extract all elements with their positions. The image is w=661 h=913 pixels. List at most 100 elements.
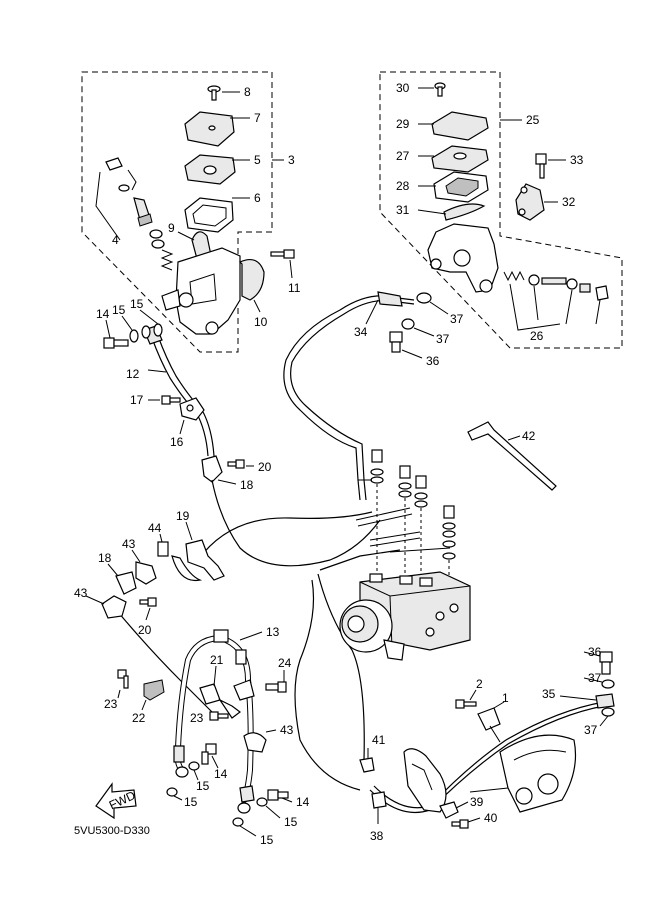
callout-15-c: 15 [196,779,210,793]
callout-15-e: 15 [284,815,298,829]
master-cylinder-body [175,247,241,335]
washer-37-lower [401,318,415,330]
callout-38: 38 [370,829,384,843]
abs-hydraulic-unit [339,449,471,661]
callout-25: 25 [526,113,540,127]
front-master-cylinder-group [95,85,295,335]
callout-30: 30 [396,81,410,95]
abs-union-bolts [370,449,456,560]
piston-kit-4 [95,157,174,271]
front-master-cylinder-boundary [81,71,273,353]
screw-30 [434,82,446,97]
rear-callouts: 30 29 25 27 28 31 33 32 26 37 37 36 [396,81,584,368]
callout-20-a: 20 [258,460,272,474]
callout-23-b: 23 [190,711,204,725]
sensor-22-area: 23 22 [104,669,165,725]
callout-1: 1 [502,691,509,705]
callout-43-c: 43 [280,723,294,737]
callout-28: 28 [396,179,410,193]
callout-8: 8 [244,85,251,99]
callout-11: 11 [288,281,301,295]
float-31 [443,203,486,221]
callout-10: 10 [254,315,268,329]
bolt-23-right [209,711,229,721]
callout-40: 40 [484,811,498,825]
callout-34: 34 [354,325,368,339]
rear-master-cylinder-group [389,82,609,353]
clamp-16 [179,397,205,421]
callout-14-b: 14 [214,767,228,781]
bolt-17 [161,395,181,405]
callout-22: 22 [132,711,146,725]
callout-42: 42 [522,429,536,443]
callout-36-a: 36 [426,354,440,368]
bolt-11 [270,249,295,259]
clamp-18-upper [201,455,223,483]
rear-master-cylinder-boundary [379,71,623,349]
callout-13: 13 [266,625,280,639]
callout-31: 31 [396,203,410,217]
bolt-20-upper [227,459,245,469]
front-brake-hoses-13: 13 21 24 23 43 14 15 15 [166,625,310,847]
callout-15-d: 15 [184,795,198,809]
callout-12: 12 [126,367,140,381]
callout-44: 44 [148,521,162,535]
holder-10 [238,259,265,301]
callout-29: 29 [396,117,410,131]
callout-18-a: 18 [240,478,254,492]
washer-37-upper [416,292,432,304]
front-hose-12: 12 14 15 15 17 16 [96,297,272,492]
screw-8 [207,85,221,101]
bolt-33 [535,153,547,179]
callout-35: 35 [542,687,556,701]
callout-37-d: 37 [584,723,598,737]
clamp-43-lower [101,595,127,619]
callout-27: 27 [396,149,410,163]
bolt-20-lower [139,597,157,607]
fwd-arrow: FWD [95,782,138,820]
callout-15-f: 15 [260,833,274,847]
clamp-43-right [243,732,267,753]
callout-32: 32 [562,195,576,209]
callout-20-b: 20 [138,623,152,637]
callout-43-b: 43 [74,586,88,600]
washer-37-d [601,707,615,717]
callout-39: 39 [470,795,484,809]
union-bolt-14-c [267,789,289,801]
front-callouts: 8 7 5 6 3 9 4 11 10 [112,85,301,329]
piston-kit-26 [503,270,609,331]
callout-2: 2 [476,677,483,691]
callout-9: 9 [168,221,175,235]
bolt-24 [265,681,287,693]
band-44 [157,541,203,582]
callout-37-b: 37 [436,332,450,346]
callout-36-b: 36 [588,645,602,659]
callout-23-a: 23 [104,697,118,711]
callout-3: 3 [288,153,295,167]
union-bolt-14-b [201,743,217,765]
callout-19: 19 [176,509,190,523]
clamp-19 [185,539,225,581]
washer-37-c [601,679,615,689]
callout-21: 21 [210,653,224,667]
cable-tie-42: 42 [467,421,557,491]
bolt-2 [455,699,477,709]
callout-24: 24 [278,656,292,670]
callout-7: 7 [254,111,261,125]
union-bolt-14 [103,337,129,349]
callout-37-a: 37 [450,312,464,326]
bolt-40 [451,819,469,829]
reservoir-cap-29 [431,111,489,141]
union-bolt-36-b [599,651,613,675]
callout-15-a: 15 [112,303,126,317]
left-middle-clamps: 19 44 43 18 43 20 [74,509,225,637]
drawing-code: 5VU5300-D330 [74,825,150,837]
callout-14-a: 14 [96,307,110,321]
rear-brake-line-35: 36 37 35 37 2 1 41 38 [359,645,615,843]
clamp-43-upper [135,561,157,585]
abs-lines [117,479,401,791]
union-bolt-36 [389,331,403,353]
callout-33: 33 [570,153,584,167]
callout-26: 26 [530,329,544,343]
